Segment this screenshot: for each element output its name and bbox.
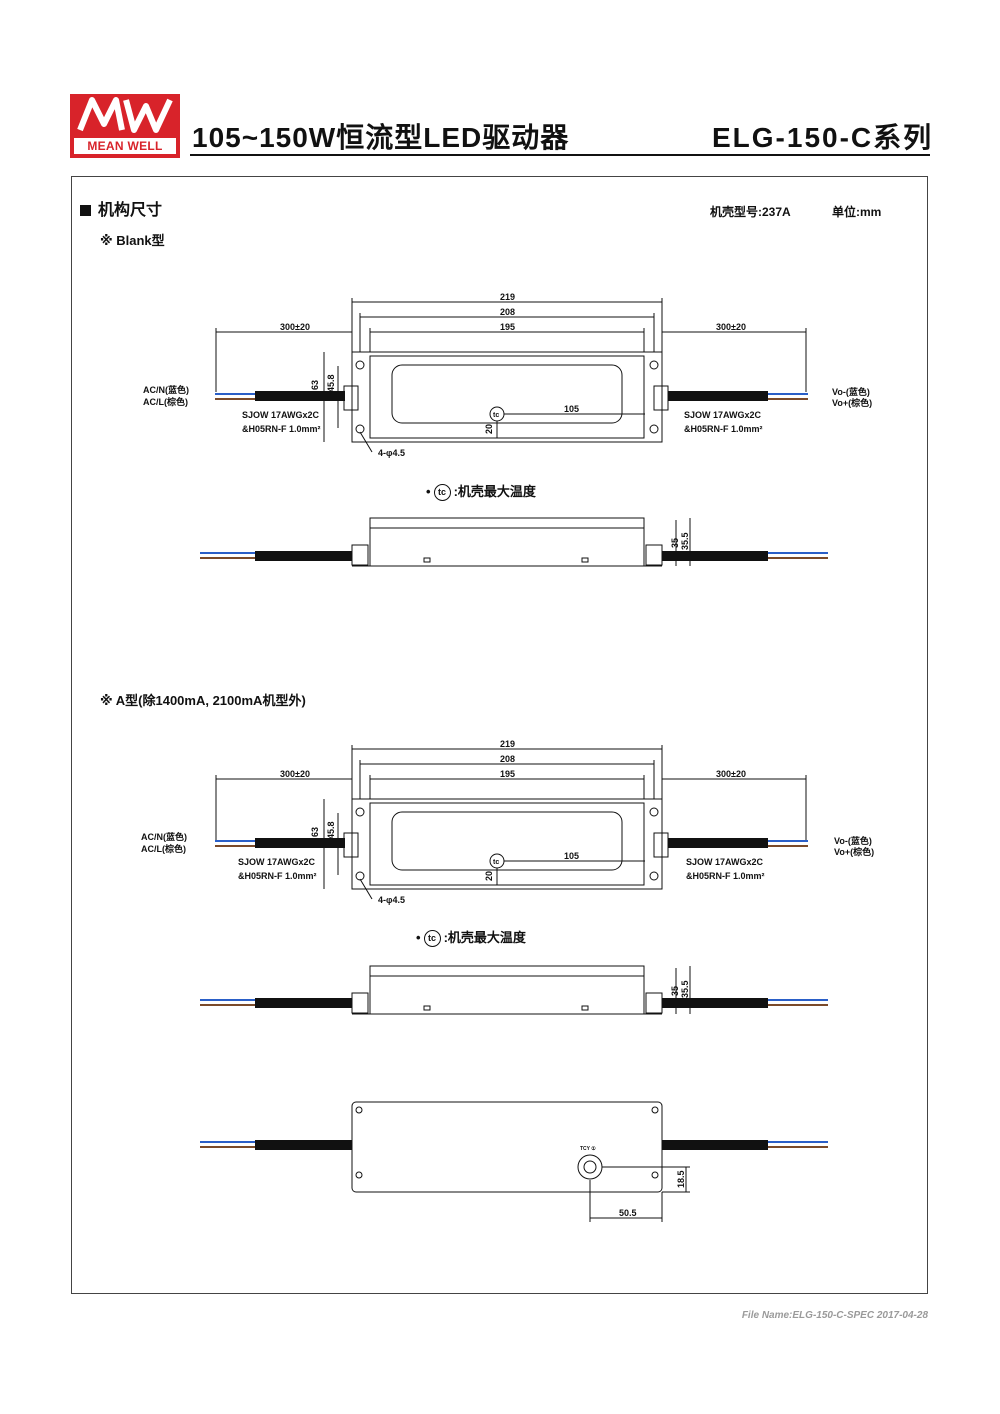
page-title: 105~150W恒流型LED驱动器 [192, 122, 570, 153]
tc-note-blank: •tc:机壳最大温度 [426, 481, 536, 502]
svg-text:tc: tc [493, 412, 499, 419]
section-heading: 机构尺寸 [80, 196, 162, 220]
dim-45-8: 45.8 [326, 374, 336, 392]
dim-63: 63 [310, 827, 320, 837]
brand-name: MEAN WELL [74, 138, 176, 154]
section-title-text: 机构尺寸 [98, 202, 163, 219]
dim-35-5: 35.5 [680, 980, 690, 998]
variant-blank-label: ※ Blank型 [100, 233, 165, 248]
dim-219: 219 [500, 292, 515, 302]
dim-45-8: 45.8 [326, 821, 336, 839]
label-cable-out-1: SJOW 17AWGx2C [686, 857, 764, 867]
dim-tc-x: 105 [564, 404, 579, 414]
bottom-view-a: TCY ① 18.5 50.5 [200, 1101, 828, 1222]
dim-cable-in: 300±20 [280, 769, 310, 779]
header-divider [190, 154, 930, 156]
label-cable-in-2: &H05RN-F 1.0mm² [242, 424, 321, 434]
tc-note-a: •tc:机壳最大温度 [416, 927, 526, 948]
label-vo-pos: Vo+(棕色) [834, 846, 874, 857]
dim-tc-y: 20 [484, 871, 494, 881]
dim-35: 35 [670, 986, 680, 996]
dim-holes: 4-φ4.5 [378, 448, 405, 458]
footer-file-name: File Name:ELG-150-C-SPEC 2017-04-28 [741, 1310, 928, 1321]
svg-text:tc: tc [493, 859, 499, 866]
side-view-blank: 35 35.5 [200, 517, 828, 567]
label-ac-l: AC/L(棕色) [141, 843, 186, 854]
series-title: ELG-150-C系列 [712, 122, 934, 153]
top-view-a: tc 219 208 195 300±20 300±20 63 45.8 105… [141, 739, 874, 905]
dim-cable-out: 300±20 [716, 769, 746, 779]
tc-point-icon [489, 853, 505, 869]
dim-63: 63 [310, 380, 320, 390]
dim-35: 35 [670, 538, 680, 548]
label-vo-pos: Vo+(棕色) [832, 397, 872, 408]
label-cable-in-1: SJOW 17AWGx2C [238, 857, 316, 867]
label-cable-out-2: &H05RN-F 1.0mm² [684, 424, 763, 434]
label-cable-in-1: SJOW 17AWGx2C [242, 410, 320, 420]
label-cable-out-2: &H05RN-F 1.0mm² [686, 871, 765, 881]
cables-blank-top [215, 391, 808, 401]
tc-point-icon [489, 406, 505, 422]
drawing-frame [71, 176, 928, 1294]
mw-logo-mark [77, 97, 173, 133]
dim-tc-y: 20 [484, 424, 494, 434]
side-view-a: 35 35.5 [200, 965, 828, 1015]
square-bullet-icon [80, 205, 91, 216]
label-vo-neg: Vo-(蓝色) [832, 386, 870, 397]
dim-195: 195 [500, 322, 515, 332]
dim-tc-x: 105 [564, 851, 579, 861]
tc-symbol-icon: tc [433, 484, 451, 502]
label-vo-neg: Vo-(蓝色) [834, 835, 872, 846]
mean-well-logo: MEAN WELL [70, 94, 180, 158]
dim-50-5: 50.5 [619, 1208, 637, 1218]
dim-208: 208 [500, 307, 515, 317]
variant-a-label: ※ A型(除1400mA, 2100mA机型外) [100, 693, 306, 708]
label-ac-n: AC/N(蓝色) [143, 384, 189, 395]
dim-208: 208 [500, 754, 515, 764]
label-cable-in-2: &H05RN-F 1.0mm² [238, 871, 317, 881]
dim-35-5: 35.5 [680, 532, 690, 550]
tc-symbol-icon: tc [423, 930, 441, 948]
tc-note-text: :机壳最大温度 [453, 484, 536, 499]
dim-cable-in: 300±20 [280, 322, 310, 332]
dim-cable-out: 300±20 [716, 322, 746, 332]
label-cable-out-1: SJOW 17AWGx2C [684, 410, 762, 420]
label-ac-n: AC/N(蓝色) [141, 831, 187, 842]
dim-195: 195 [500, 769, 515, 779]
dim-219: 219 [500, 739, 515, 749]
label-adj: TCY ① [580, 1146, 596, 1152]
dim-holes: 4-φ4.5 [378, 895, 405, 905]
dim-18-5: 18.5 [676, 1170, 686, 1188]
label-ac-l: AC/L(棕色) [143, 396, 188, 407]
unit-label: 单位:mm [832, 205, 882, 219]
tc-note-text: :机壳最大温度 [443, 930, 526, 945]
case-model: 机壳型号:237A [710, 205, 791, 219]
top-view-blank: tc 219 208 195 300±20 300±20 63 45.8 105… [143, 292, 872, 458]
